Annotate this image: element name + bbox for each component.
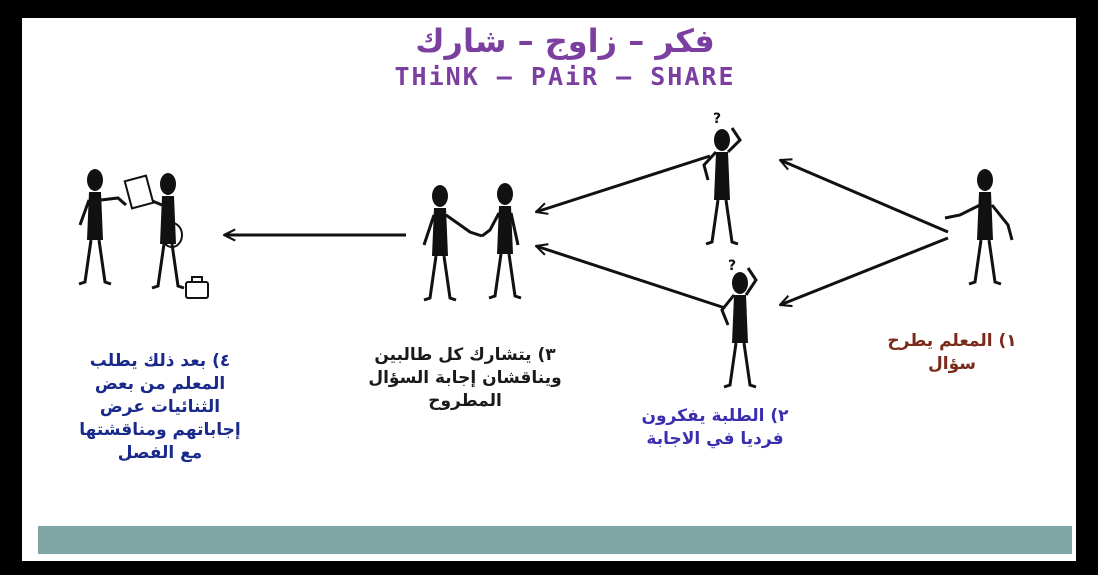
svg-text:?: ? <box>728 258 736 274</box>
caption-step4-line4: إجاباتهم ومناقشتها <box>79 420 241 440</box>
caption-step3: ٣) يتشارك كل طالبين ويناقشان إجابة السؤا… <box>330 344 600 413</box>
svg-text:?: ? <box>713 111 721 127</box>
caption-step1-line1: ١) المعلم يطرح <box>887 331 1017 351</box>
caption-step3-line3: المطروح <box>428 391 502 411</box>
caption-step3-line2: ويناقشان إجابة السؤال <box>368 368 562 388</box>
arrow-teacher-to-top-student <box>778 158 949 234</box>
caption-step4-line1: ٤) بعد ذلك يطلب <box>89 351 231 371</box>
caption-step4: ٤) بعد ذلك يطلب المعلم من بعض الثنائيات … <box>40 350 280 465</box>
caption-step4-line2: المعلم من بعض <box>94 374 226 394</box>
caption-step4-line3: الثنائيات عرض <box>99 397 221 417</box>
arrow-bottom-student-to-pair <box>534 243 726 310</box>
thinking-student-top: ? <box>702 111 742 246</box>
title-arabic: فكر – زاوج – شارك <box>415 22 715 60</box>
caption-step2-line2: فرديا في الاجابة <box>646 429 784 449</box>
caption-step1: ١) المعلم يطرح سؤال <box>842 330 1062 376</box>
thinking-student-bottom: ? <box>720 258 758 389</box>
caption-step3-line1: ٣) يتشارك كل طالبين <box>374 345 556 365</box>
caption-step2-line1: ٢) الطلبة يفكرون <box>641 406 789 426</box>
teacher-figure <box>944 167 1014 286</box>
arrow-teacher-to-bottom-student <box>778 236 949 308</box>
title-english: THiNK – PAiR – SHARE <box>394 62 736 91</box>
arrow-top-student-to-pair <box>534 154 711 215</box>
caption-step2: ٢) الطلبة يفكرون فرديا في الاجابة <box>600 405 830 451</box>
presenting-group <box>77 167 209 299</box>
student-pair-handshake <box>422 181 523 302</box>
slide-bottom-bar <box>38 526 1072 554</box>
caption-step1-line2: سؤال <box>928 354 976 374</box>
caption-step4-line5: مع الفصل <box>117 443 203 463</box>
